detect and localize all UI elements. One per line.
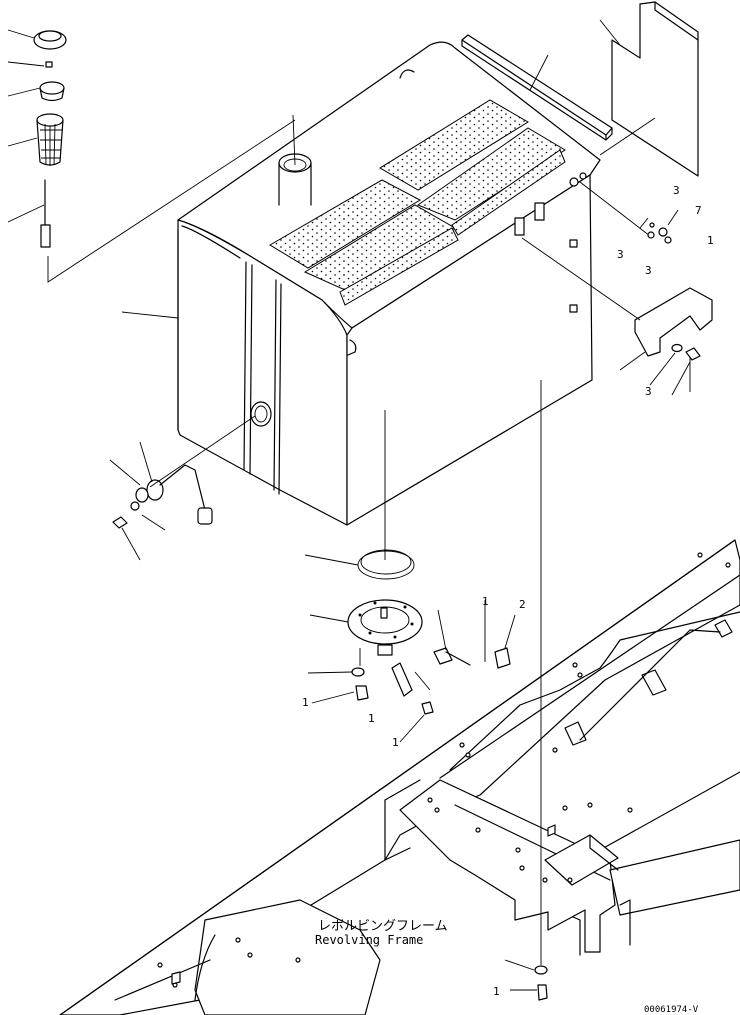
callout-label: 3 [645,385,652,398]
callout-label: 3 [645,264,652,277]
callout-label: 1 [482,595,489,608]
fuel-tank [177,41,601,526]
fittings-right [521,172,672,321]
callout-label: 2 [519,598,526,611]
revolving-frame [59,380,740,1015]
drain-cover-assembly [347,410,511,715]
callout-label: 1 [302,696,309,709]
fuel-level-gauge [112,415,256,529]
callout-label: 1 [707,234,714,247]
callout-label: 1 [368,712,375,725]
callout-label: 3 [673,184,680,197]
callout-leaders [7,19,691,991]
cover-plate [611,1,699,177]
drawing-number: 00061974-V [644,1005,699,1015]
callout-label: 1 [493,985,500,998]
tank-rail-strip [461,34,613,141]
callout-label: 1 [392,736,399,749]
callout-numbers: 3 7 1 3 3 3 1 2 1 1 1 1 [302,184,714,998]
tank-mount-bracket [634,287,713,392]
frame-label-english: Revolving Frame [315,933,423,947]
filler-cap-assembly [33,30,67,248]
frame-label-japanese: レボルビングフレーム [318,919,448,934]
callout-label: 3 [617,248,624,261]
callout-label: 7 [695,204,702,217]
